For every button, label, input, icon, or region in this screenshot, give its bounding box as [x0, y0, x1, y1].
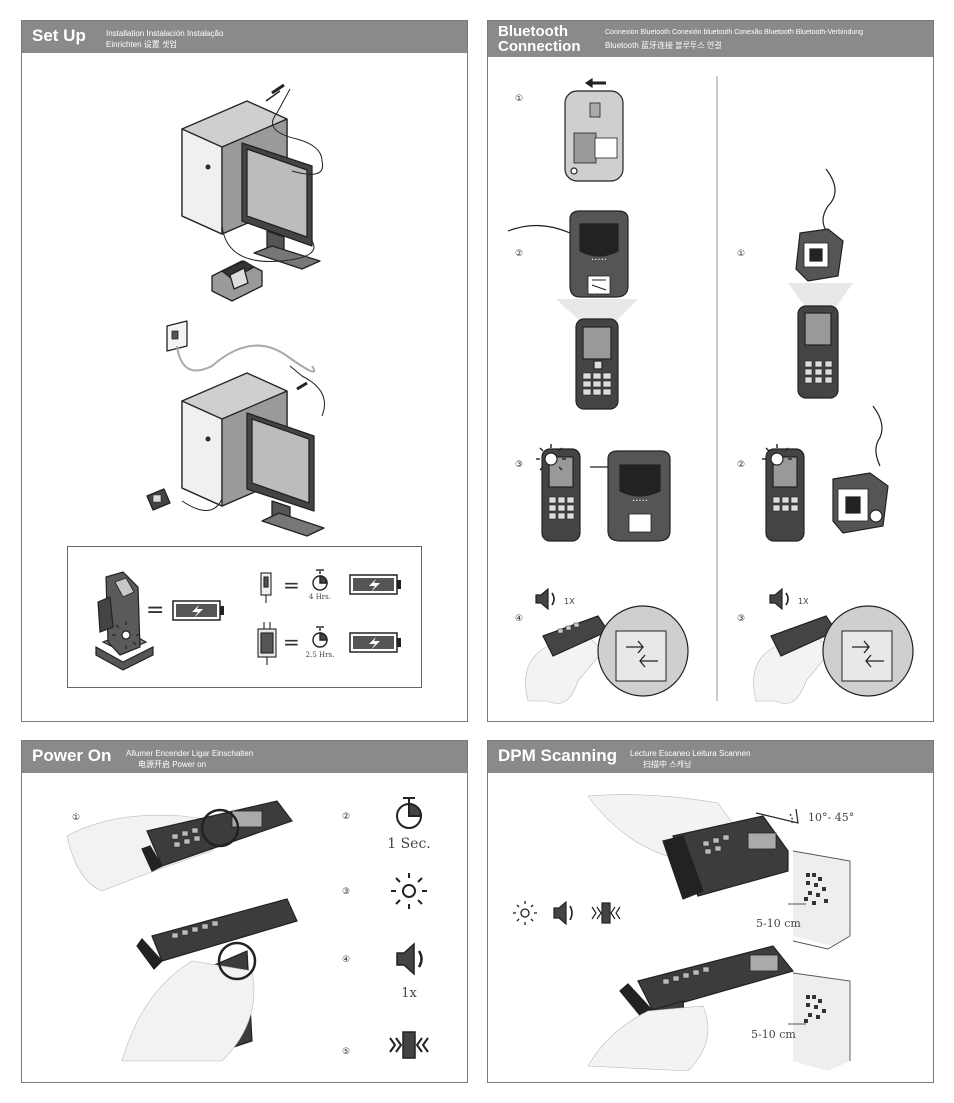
scanner-with-zoom-illustration-right [753, 605, 914, 704]
ac-charge-time: 2.5 Hrs. [306, 651, 335, 659]
speaker-icon-dpm [553, 900, 573, 926]
usb-charge-time: 4 Hrs. [309, 593, 331, 601]
scanner-and-dongle-pairing-illustration [762, 405, 889, 542]
power-step-3: ③ [342, 887, 350, 897]
power-step-1: ① [72, 813, 80, 823]
svg-text:=: = [283, 630, 300, 654]
speaker-icon-right [769, 587, 789, 611]
hand-holding-scanner-illustration [121, 898, 298, 1062]
dpm-subtitle-line1: Lecture Escaneo Leitura Scannen [630, 749, 751, 758]
power-step-2: ② [342, 812, 350, 822]
setup-header: Set Up Installation Instalación Instalaç… [22, 21, 467, 53]
bt-left-step-3: ③ [515, 460, 523, 470]
dpm-illustration: 10°- 45° [513, 794, 854, 1072]
setup-subtitle-line2: Einrichten 设置 셋업 [106, 40, 177, 49]
bluetooth-illustration: ① ② ..... ③ [507, 76, 914, 704]
stopwatch-icon-power [396, 797, 423, 829]
scanner-straight-illustration [587, 945, 851, 1072]
bluetooth-subtitle-line2: Bluetooth 蓝牙连接 블루투스 연결 [605, 41, 722, 50]
dpm-distance-bottom: 5-10 cm [751, 1028, 796, 1041]
charge-info-box: = = 4 Hrs. [67, 546, 422, 688]
battery-full-icon [172, 600, 224, 621]
power-on-illustration: ① ② [66, 797, 431, 1062]
stopwatch-icon-ac [312, 626, 328, 648]
hand-pressing-button-illustration [66, 800, 293, 892]
power-on-panel: Power On Allumer Encender Ligar Einschal… [21, 740, 468, 1083]
power-beep-count: 1x [401, 986, 417, 1001]
dpm-distance-top: 5-10 cm [756, 917, 801, 930]
power-on-title: Power On [32, 746, 112, 765]
bt-left-step-1: ① [515, 94, 523, 104]
svg-text:.....: ..... [632, 493, 648, 504]
computer-with-usb-illustration [181, 83, 324, 302]
bluetooth-title-line1: Bluetooth [498, 23, 568, 40]
scanner-with-zoom-illustration [525, 605, 689, 704]
setup-title: Set Up [32, 26, 86, 45]
bt-left-step-4: ④ [515, 614, 523, 624]
cradle-front-and-scanner-illustration: ..... [507, 210, 638, 410]
status-led-icon [112, 621, 140, 649]
battery-full-icon-usb [349, 574, 401, 595]
stopwatch-icon [312, 569, 328, 591]
usb-plug-icon [260, 572, 272, 603]
cradle-with-scanner-icon [95, 571, 154, 671]
speaker-icon [535, 587, 555, 611]
dpm-header: DPM Scanning Lecture Escaneo Leitura Sca… [488, 741, 933, 773]
scanner-and-cradle-pairing-illustration: ..... [536, 444, 671, 542]
power-on-subtitle-line1: Allumer Encender Ligar Einschalten [126, 749, 254, 758]
setup-panel: Set Up Installation Instalación Instalaç… [21, 20, 468, 722]
bt-left-beep-count: 1X [564, 597, 575, 606]
led-on-icon [391, 873, 427, 909]
angle-indicator-icon [755, 808, 799, 824]
bt-right-beep-count: 1X [798, 597, 809, 606]
scanner-angled-illustration [587, 794, 851, 950]
power-step-5: ⑤ [342, 1047, 350, 1057]
computer-with-power-illustration [146, 320, 325, 537]
led-icon-dpm [513, 901, 537, 925]
dpm-title: DPM Scanning [498, 746, 618, 765]
power-on-subtitle-line2: 电源开启 Power on [138, 760, 207, 769]
bt-left-step-2: ② [515, 249, 523, 259]
bluetooth-title-line2: Connection [498, 38, 581, 55]
bt-right-step-1: ① [737, 249, 745, 259]
dongle-and-scanner-illustration [788, 168, 853, 399]
svg-text:=: = [283, 573, 300, 597]
bt-right-step-2: ② [737, 460, 745, 470]
bluetooth-subtitle-line1: Connexion Bluetooth Conexión bluetooth C… [605, 29, 864, 36]
dpm-panel: DPM Scanning Lecture Escaneo Leitura Sca… [487, 740, 934, 1083]
power-step-4: ④ [342, 955, 350, 965]
bluetooth-panel: Bluetooth Connection Connexion Bluetooth… [487, 20, 934, 722]
dpm-angle: 10°- 45° [808, 811, 854, 824]
power-on-header: Power On Allumer Encender Ligar Einschal… [22, 741, 467, 773]
svg-text:.....: ..... [591, 252, 607, 263]
power-hold-time: 1 Sec. [387, 836, 431, 852]
setup-illustration [146, 83, 325, 537]
vibrate-icon-dpm [591, 902, 621, 924]
bluetooth-header: Bluetooth Connection Connexion Bluetooth… [488, 21, 933, 57]
bt-right-step-3: ③ [737, 614, 745, 624]
setup-subtitle-line1: Installation Instalación Instalação [106, 29, 224, 38]
cradle-back-illustration [564, 77, 624, 182]
svg-text:=: = [146, 598, 164, 623]
vibrate-icon [389, 1031, 429, 1059]
ac-adapter-icon [257, 622, 277, 665]
speaker-icon-power [396, 942, 423, 976]
charge-info-illustration: = = 4 Hrs. [95, 569, 401, 671]
dpm-subtitle-line2: 扫描中 스캐닝 [643, 760, 692, 769]
battery-full-icon-ac [349, 632, 401, 653]
